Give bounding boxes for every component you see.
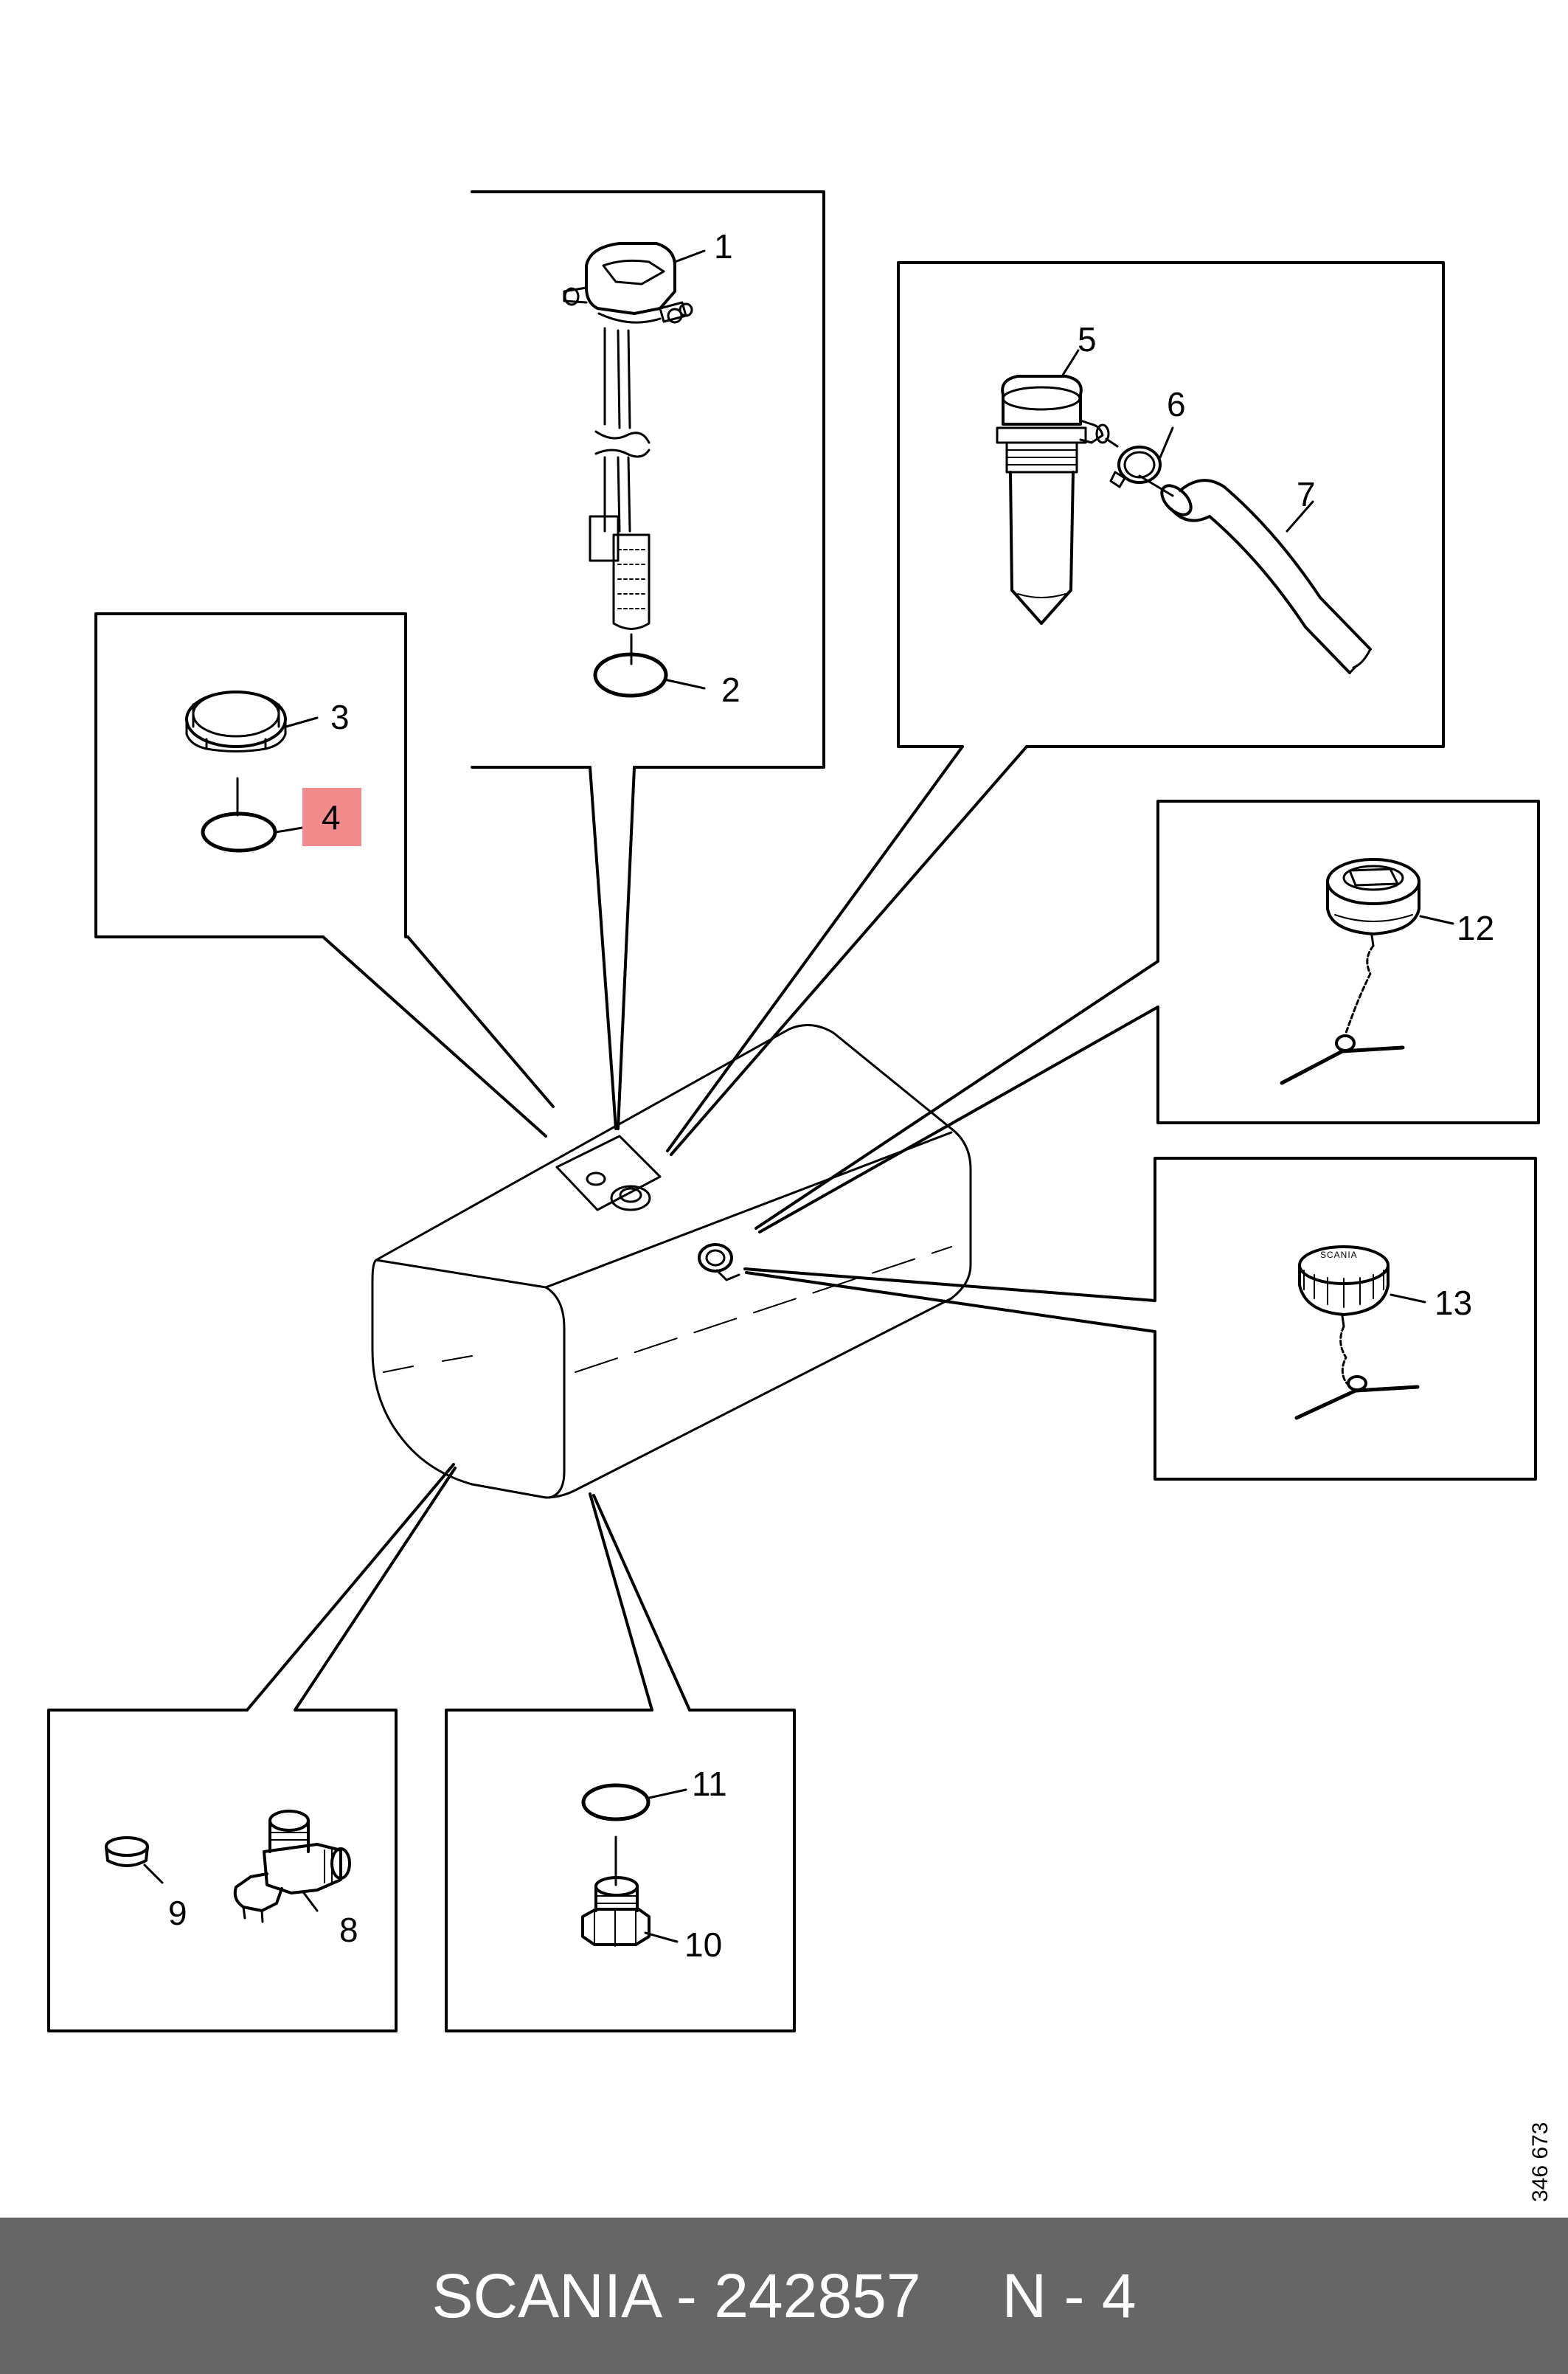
callout-4: 4	[322, 798, 341, 837]
detail-box-filler-cap-standard	[1156, 800, 1540, 1124]
callout-10: 10	[684, 1925, 722, 1964]
hose-clamp	[1109, 426, 1174, 488]
o-ring-highlighted	[201, 811, 277, 853]
detail-box-drain-valve	[47, 1709, 398, 2032]
cap-tether	[1345, 944, 1375, 1034]
callout-6: 6	[1167, 385, 1186, 423]
sender-mounting-plate	[555, 1135, 662, 1211]
footer-part-number: 242857	[714, 2260, 921, 2330]
callout-highlight	[302, 788, 361, 846]
locking-filler-cap	[1298, 1245, 1390, 1328]
callout-5: 5	[1078, 320, 1097, 359]
detail-box-return-line	[897, 261, 1445, 748]
callout-11: 11	[692, 1765, 727, 1803]
dust-cap	[105, 1836, 164, 1884]
footer-separator: -	[676, 2260, 697, 2330]
callout-8: 8	[339, 1911, 358, 1949]
o-ring	[593, 652, 668, 698]
exploded-parts-diagram: 1 2 3 4 5 6 7 8 9 10 11 12 13 SCANIA 346…	[47, 190, 1553, 2202]
callout-7: 7	[1297, 475, 1316, 513]
footer-position-label: N - 4	[1002, 2260, 1137, 2330]
callout-labels: 1 2 3 4 5 6 7 8 9 10 11 12 13	[168, 227, 1494, 1964]
callout-13: 13	[1435, 1284, 1472, 1322]
lock-ring	[185, 691, 287, 752]
detail-box-level-sender	[471, 190, 825, 769]
detail-box-drain-plug	[445, 1709, 796, 2032]
fuel-tank	[371, 1024, 972, 1499]
footer-caption: SCANIA - 242857 N - 4	[431, 2260, 1136, 2332]
cap-brand-text: SCANIA	[1320, 1250, 1358, 1260]
drain-plug	[581, 1876, 679, 1947]
o-ring	[581, 1783, 651, 1821]
part-footer-bar: SCANIA - 242857 N - 4	[0, 2218, 1568, 2374]
drain-valve	[233, 1810, 351, 1923]
cap-tether	[1339, 1325, 1348, 1385]
fuel-level-sender	[563, 242, 693, 665]
callout-9: 9	[168, 1894, 187, 1932]
reference-code: 346 673	[1528, 2122, 1553, 2202]
filler-neck	[698, 1243, 740, 1281]
footer-brand: SCANIA	[431, 2260, 659, 2330]
return-fitting	[996, 349, 1110, 625]
filler-cap	[1326, 858, 1420, 947]
fuel-hose	[1160, 479, 1372, 674]
callout-2: 2	[721, 671, 740, 709]
detail-box-retaining-ring	[94, 612, 409, 938]
callout-3: 3	[330, 698, 350, 736]
leader-lines	[246, 745, 1159, 1712]
detail-box-filler-cap-locking	[1154, 1157, 1537, 1481]
callout-1: 1	[714, 227, 733, 266]
callout-12: 12	[1457, 909, 1494, 947]
